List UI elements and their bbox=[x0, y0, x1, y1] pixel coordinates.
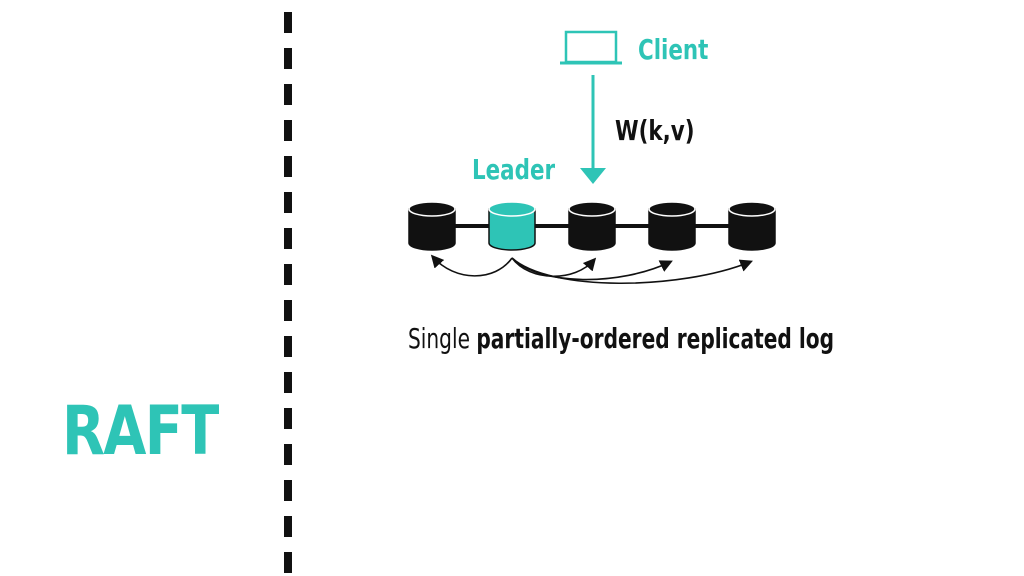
leader-label: Leader bbox=[472, 153, 556, 186]
follower-node-database-icon bbox=[728, 201, 776, 251]
write-operation-label: W(k,v) bbox=[615, 114, 695, 147]
replication-arrows bbox=[430, 254, 753, 285]
page-title: RAFT bbox=[62, 392, 219, 471]
follower-node-database-icon bbox=[408, 201, 456, 251]
follower-node-database-icon bbox=[648, 201, 696, 251]
caption-prefix: Single bbox=[408, 322, 477, 355]
laptop-icon bbox=[560, 30, 622, 65]
follower-node-database-icon bbox=[568, 201, 616, 251]
dashed-divider bbox=[284, 12, 292, 576]
replication-arrow-5 bbox=[511, 257, 753, 285]
replication-arrow-1 bbox=[430, 254, 513, 277]
caption-emphasis: partially-ordered replicated log bbox=[476, 322, 835, 355]
write-arrow bbox=[580, 75, 606, 184]
caption: Single partially-ordered replicated log bbox=[408, 325, 834, 353]
client-label: Client bbox=[638, 33, 709, 66]
leader-node-database-icon bbox=[488, 201, 536, 251]
replication-arrow-4 bbox=[511, 257, 673, 281]
node-group bbox=[408, 201, 776, 251]
